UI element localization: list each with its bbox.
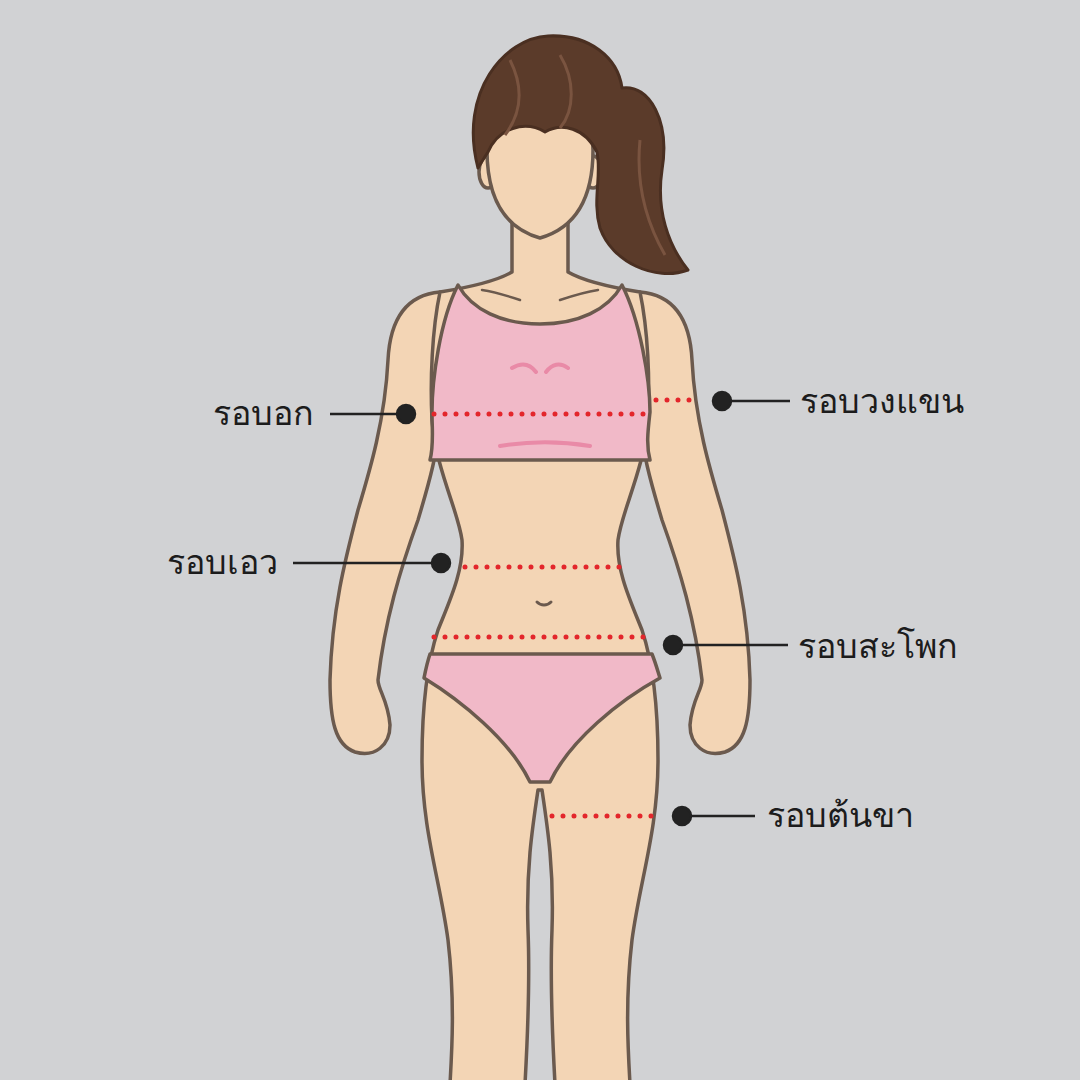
leader-dot bbox=[432, 554, 450, 572]
navel bbox=[537, 602, 551, 605]
leader-dot bbox=[673, 807, 691, 825]
leader-dot bbox=[713, 392, 731, 410]
chest-line bbox=[434, 412, 650, 417]
leader-line bbox=[293, 562, 441, 565]
waist-line bbox=[465, 565, 625, 570]
bra bbox=[430, 285, 650, 460]
measurement-label: รอบวงแขน bbox=[800, 381, 964, 422]
panties bbox=[424, 654, 660, 782]
hip-line bbox=[434, 635, 650, 640]
hair-strand bbox=[505, 55, 665, 255]
leader-dot bbox=[397, 405, 415, 423]
measurement-label: รอบอก bbox=[213, 393, 314, 434]
arm-line bbox=[656, 398, 700, 403]
thigh-line bbox=[552, 814, 656, 819]
measurement-label: รอบเอว bbox=[167, 542, 278, 583]
hair bbox=[473, 36, 688, 274]
leader-line bbox=[673, 644, 788, 647]
leader-dot bbox=[664, 636, 682, 654]
leader-line bbox=[330, 413, 406, 416]
leader-line bbox=[682, 815, 755, 818]
collarbone bbox=[482, 290, 598, 300]
bra-highlight bbox=[500, 365, 590, 446]
torso-legs bbox=[422, 222, 658, 1080]
measurement-label: รอบสะโพก bbox=[798, 626, 958, 667]
measurement-label: รอบต้นขา bbox=[767, 795, 914, 836]
right-arm bbox=[640, 292, 750, 753]
left-arm bbox=[330, 292, 440, 753]
